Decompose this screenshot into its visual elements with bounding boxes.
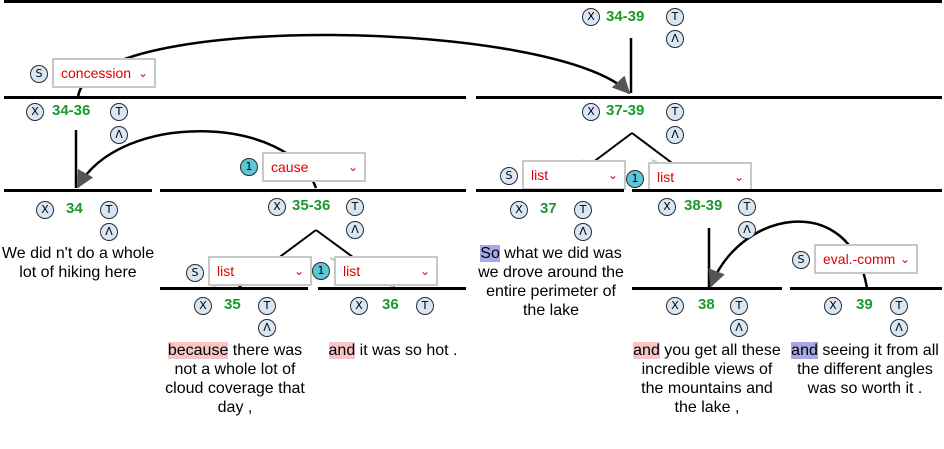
relation-label-cause: cause bbox=[271, 159, 309, 175]
multi-button-36[interactable]: 1 bbox=[312, 262, 330, 280]
up-button-34[interactable]: Λ bbox=[100, 223, 118, 241]
discourse-marker: and bbox=[328, 342, 356, 359]
discourse-marker: because bbox=[167, 342, 229, 359]
node-id-39: 39 bbox=[856, 296, 873, 313]
concession-arc bbox=[76, 33, 631, 98]
discourse-marker: So bbox=[480, 245, 500, 262]
chevron-down-icon: ⌄ bbox=[733, 170, 744, 184]
tree-button-37-39[interactable]: T bbox=[666, 103, 684, 121]
relation-select-cause[interactable]: cause ⌄ bbox=[262, 152, 366, 182]
span-bar-39 bbox=[790, 287, 942, 290]
up-button-37-39[interactable]: Λ bbox=[666, 126, 684, 144]
span-bar-34-36 bbox=[4, 96, 466, 99]
span-bar-35-36 bbox=[160, 189, 466, 192]
collapse-button-37-39[interactable]: X bbox=[582, 103, 600, 121]
collapse-button-38[interactable]: X bbox=[666, 297, 684, 315]
tree-button-34-36[interactable]: T bbox=[110, 103, 128, 121]
collapse-button-35-36[interactable]: X bbox=[268, 198, 286, 216]
chevron-down-icon: ⌄ bbox=[347, 160, 358, 174]
multi-button-35-36[interactable]: 1 bbox=[240, 158, 258, 176]
tree-button-35-36[interactable]: T bbox=[346, 198, 364, 216]
same-button-37[interactable]: S bbox=[500, 167, 518, 185]
edu-text-34: We did n't do a whole lot of hiking here bbox=[1, 245, 155, 281]
span-bar-38 bbox=[632, 287, 782, 290]
node-id-38: 38 bbox=[698, 296, 715, 313]
relation-label-eval: eval.-comment bbox=[823, 251, 895, 267]
chevron-down-icon: ⌄ bbox=[899, 252, 910, 266]
tree-button-36[interactable]: T bbox=[416, 297, 434, 315]
collapse-button-34[interactable]: X bbox=[36, 201, 54, 219]
relation-label-concession: concession bbox=[61, 65, 132, 81]
discourse-marker: and bbox=[791, 342, 818, 359]
span-bar-35 bbox=[160, 287, 308, 290]
relation-select-list-35[interactable]: list ⌄ bbox=[208, 256, 312, 286]
relation-select-concession[interactable]: concession ⌄ bbox=[52, 58, 156, 88]
relation-select-list-36[interactable]: list ⌄ bbox=[334, 256, 438, 286]
edu-text-36: and it was so hot . bbox=[328, 342, 458, 359]
up-button-38[interactable]: Λ bbox=[730, 319, 748, 337]
node-id-38-39: 38-39 bbox=[684, 197, 723, 214]
collapse-button-34-39[interactable]: X bbox=[582, 8, 600, 26]
tree-button-39[interactable]: T bbox=[890, 297, 908, 315]
node-id-35-36: 35-36 bbox=[292, 197, 331, 214]
same-button-34-36[interactable]: S bbox=[30, 65, 48, 83]
same-button-39[interactable]: S bbox=[792, 251, 810, 269]
relation-select-eval[interactable]: eval.-comment ⌄ bbox=[814, 244, 918, 274]
relation-label-list: list bbox=[217, 263, 235, 279]
tree-button-34-39[interactable]: T bbox=[666, 8, 684, 26]
edu-text-35: because there was not a whole lot of clo… bbox=[165, 342, 305, 416]
relation-label-list: list bbox=[531, 167, 549, 183]
span-bar-36 bbox=[318, 287, 466, 290]
up-button-37[interactable]: Λ bbox=[574, 223, 592, 241]
node-id-35: 35 bbox=[224, 296, 241, 313]
node-id-37-39: 37-39 bbox=[606, 102, 645, 119]
edu-text-39: and seeing it from all the different ang… bbox=[791, 342, 939, 397]
tree-button-37[interactable]: T bbox=[574, 201, 592, 219]
relation-select-list-37[interactable]: list ⌄ bbox=[522, 160, 626, 190]
collapse-button-35[interactable]: X bbox=[194, 297, 212, 315]
up-button-34-39[interactable]: Λ bbox=[666, 30, 684, 48]
node-id-34-36: 34-36 bbox=[52, 102, 91, 119]
up-button-39[interactable]: Λ bbox=[890, 319, 908, 337]
span-bar-37 bbox=[476, 189, 624, 192]
multi-button-38-39[interactable]: 1 bbox=[626, 170, 644, 188]
chevron-down-icon: ⌄ bbox=[607, 168, 618, 182]
chevron-down-icon: ⌄ bbox=[293, 264, 304, 278]
tree-button-35[interactable]: T bbox=[258, 297, 276, 315]
collapse-button-34-36[interactable]: X bbox=[26, 103, 44, 121]
tree-button-34[interactable]: T bbox=[100, 201, 118, 219]
relation-label-list: list bbox=[343, 263, 361, 279]
collapse-button-39[interactable]: X bbox=[824, 297, 842, 315]
relation-select-list-38-39[interactable]: list ⌄ bbox=[648, 162, 752, 192]
up-button-38-39[interactable]: Λ bbox=[738, 221, 756, 239]
edu-text-37: So what we did was we drove around the e… bbox=[478, 245, 624, 319]
relation-label-list: list bbox=[657, 169, 675, 185]
span-bar-38-39 bbox=[632, 189, 942, 192]
node-id-34-39: 34-39 bbox=[606, 8, 645, 25]
node-id-37: 37 bbox=[540, 200, 557, 217]
tree-button-38[interactable]: T bbox=[730, 297, 748, 315]
collapse-button-36[interactable]: X bbox=[350, 297, 368, 315]
chevron-down-icon: ⌄ bbox=[419, 264, 430, 278]
span-bar-37-39 bbox=[476, 96, 942, 99]
chevron-down-icon: ⌄ bbox=[137, 66, 148, 80]
span-bar-top bbox=[4, 0, 942, 3]
up-button-35[interactable]: Λ bbox=[258, 319, 276, 337]
up-button-34-36[interactable]: Λ bbox=[110, 126, 128, 144]
span-bar-34 bbox=[4, 189, 152, 192]
up-button-35-36[interactable]: Λ bbox=[346, 221, 364, 239]
node-id-34: 34 bbox=[66, 200, 83, 217]
same-button-35[interactable]: S bbox=[186, 264, 204, 282]
node-id-36: 36 bbox=[382, 296, 399, 313]
discourse-marker: and bbox=[633, 342, 660, 359]
collapse-button-38-39[interactable]: X bbox=[658, 198, 676, 216]
edu-text-38: and you get all these incredible views o… bbox=[633, 342, 781, 416]
tree-button-38-39[interactable]: T bbox=[738, 198, 756, 216]
collapse-button-37[interactable]: X bbox=[510, 201, 528, 219]
